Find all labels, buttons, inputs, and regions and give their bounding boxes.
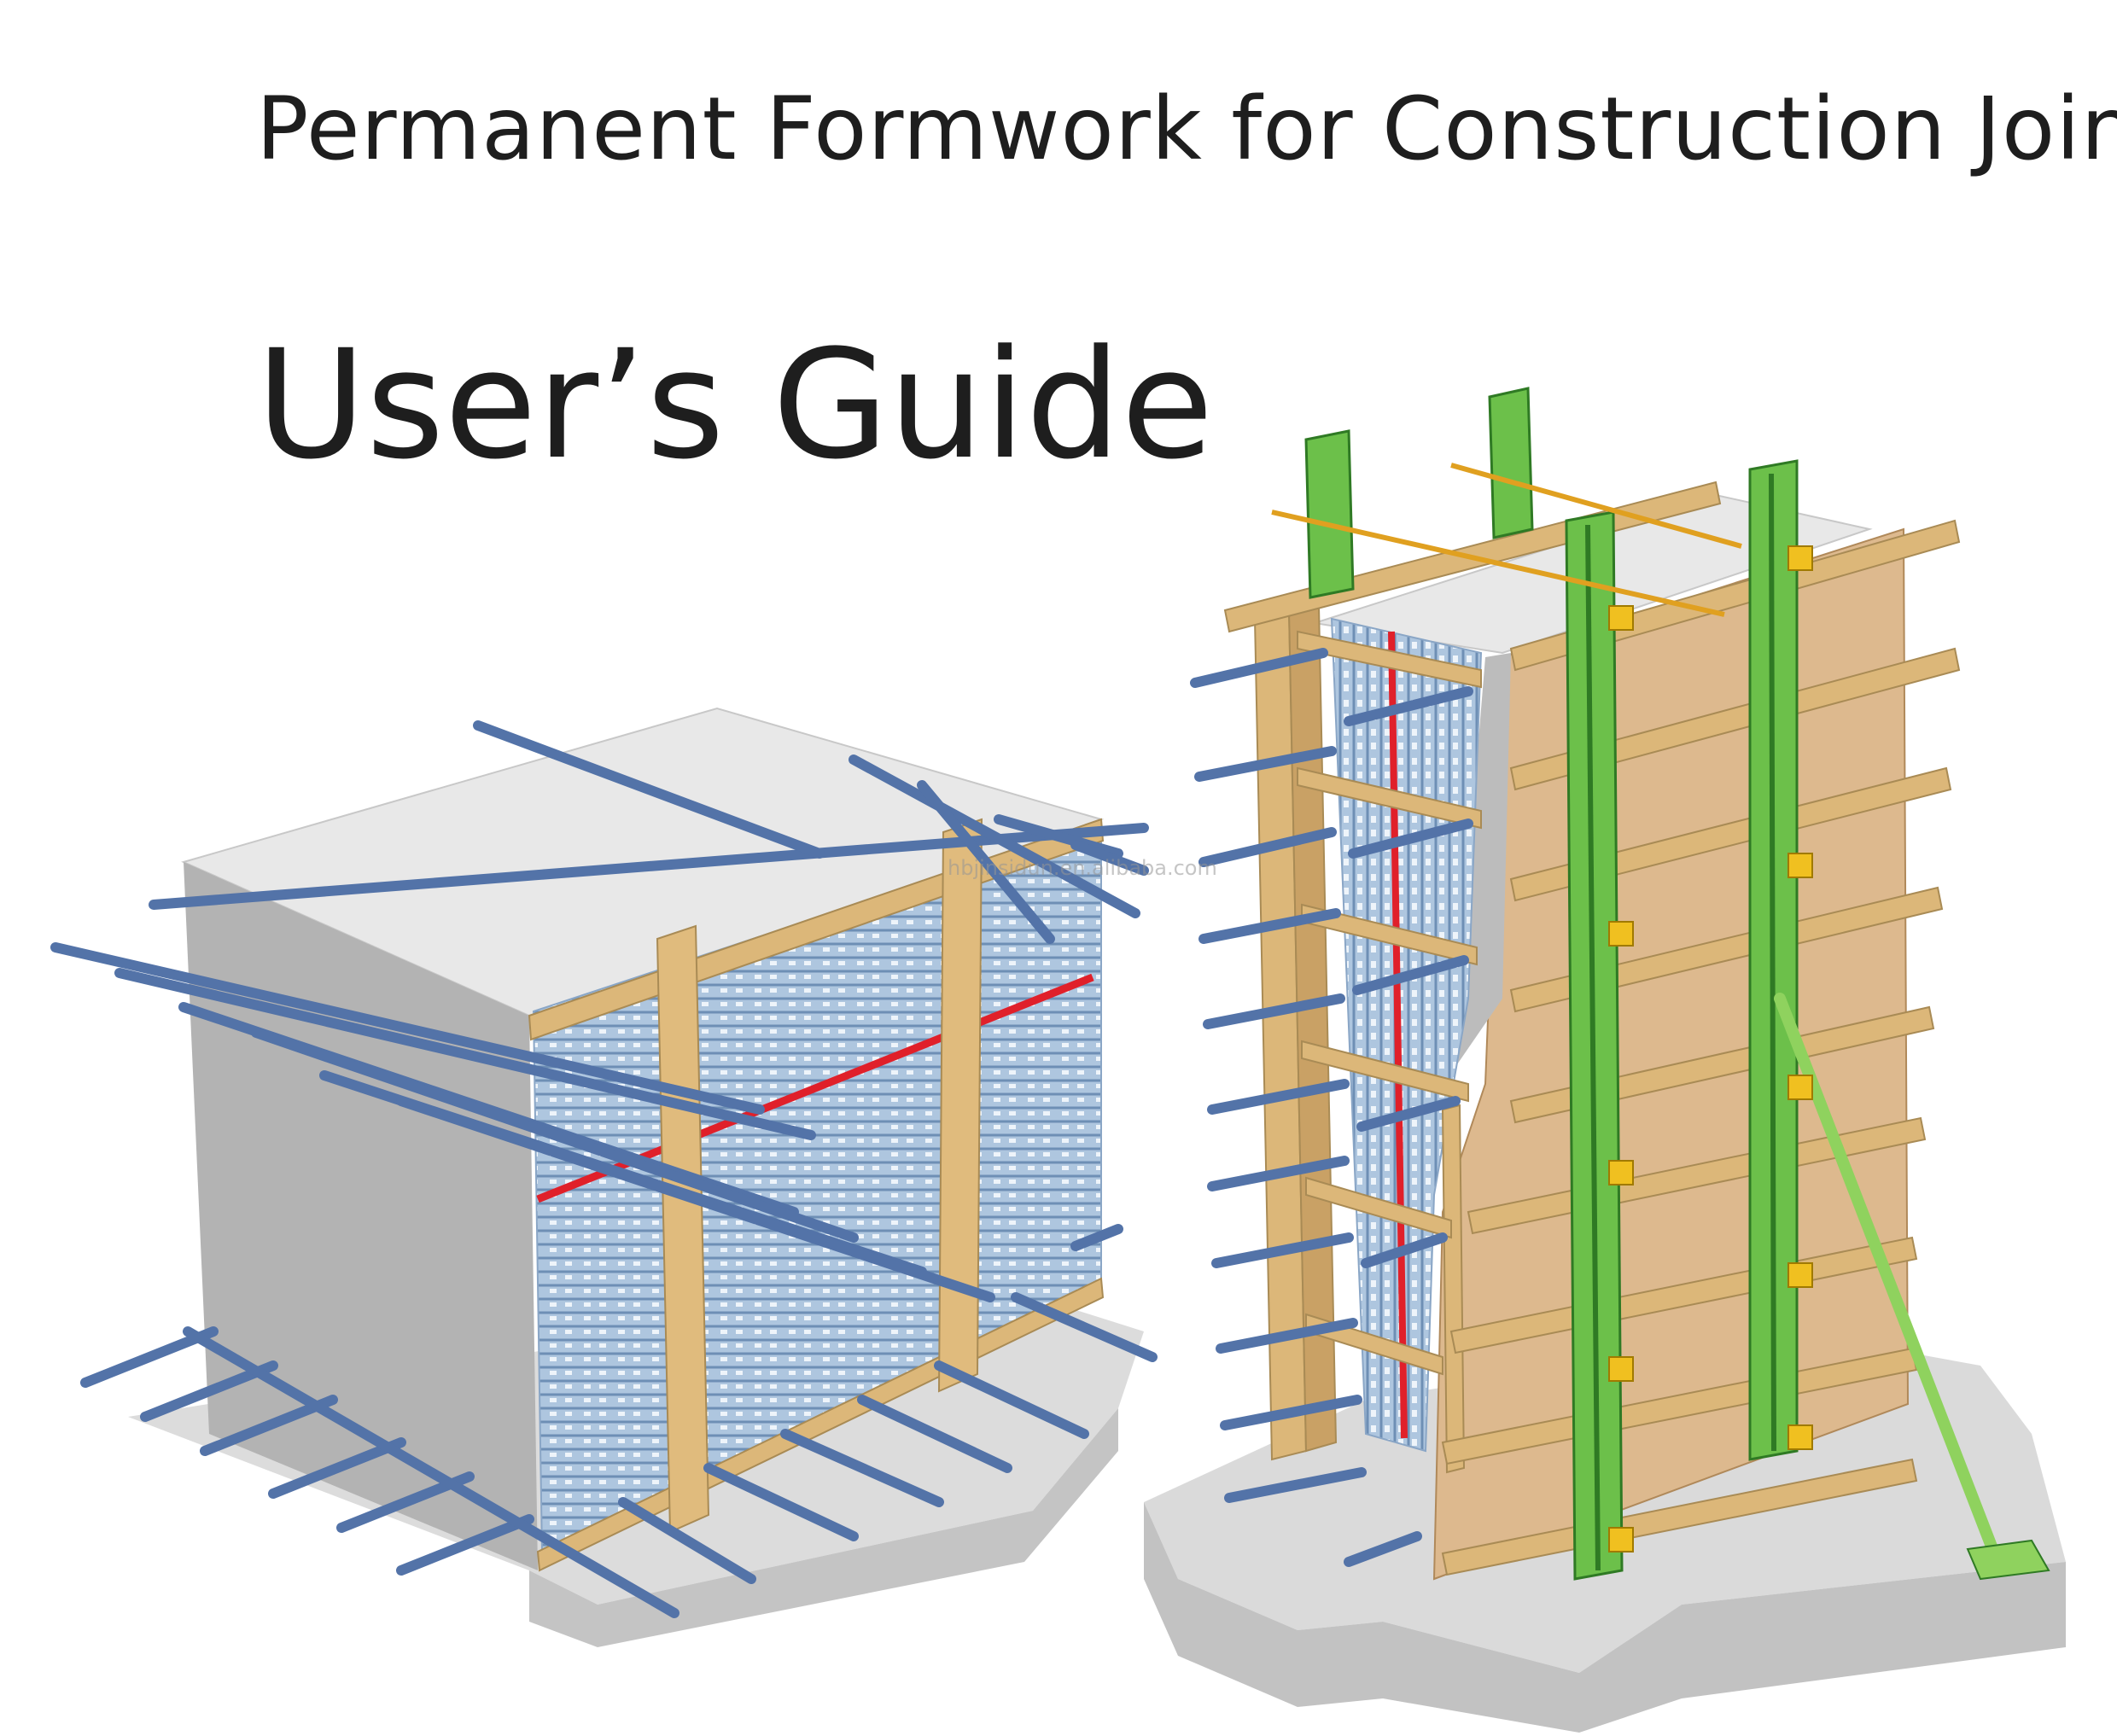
timber-post-1	[656, 924, 710, 1534]
wall-timber-post-3	[1441, 1104, 1466, 1474]
mesh-rungs	[1297, 630, 1482, 1376]
wall-rebars	[1190, 648, 1473, 1567]
page-title: Permanent Formwork for Construction Join…	[256, 79, 2117, 180]
foundation-side	[1144, 1502, 2066, 1733]
right-formwork-wall	[1144, 387, 2066, 1733]
rebars-bottom	[80, 1224, 1158, 1618]
soldier-1	[1304, 429, 1355, 599]
users-guide-heading: User’s Guide	[256, 317, 1214, 492]
watermark: hbjinsidun.en.alibaba.com	[948, 856, 1217, 880]
clamps	[1608, 545, 1813, 1552]
timber-post-2	[937, 818, 983, 1393]
formwork-illustration	[50, 387, 2066, 1733]
soldiers	[1304, 387, 1799, 1581]
soldier-2	[1488, 387, 1534, 539]
push-pull-brace	[1774, 993, 2003, 1568]
form-ties	[1271, 463, 1742, 617]
wall-red-line	[1388, 631, 1408, 1439]
brace-footplate	[1966, 1539, 2050, 1581]
left-formwork-block	[50, 707, 1158, 1647]
rebars-left	[50, 720, 1149, 1302]
base-slab-side	[529, 1408, 1118, 1647]
